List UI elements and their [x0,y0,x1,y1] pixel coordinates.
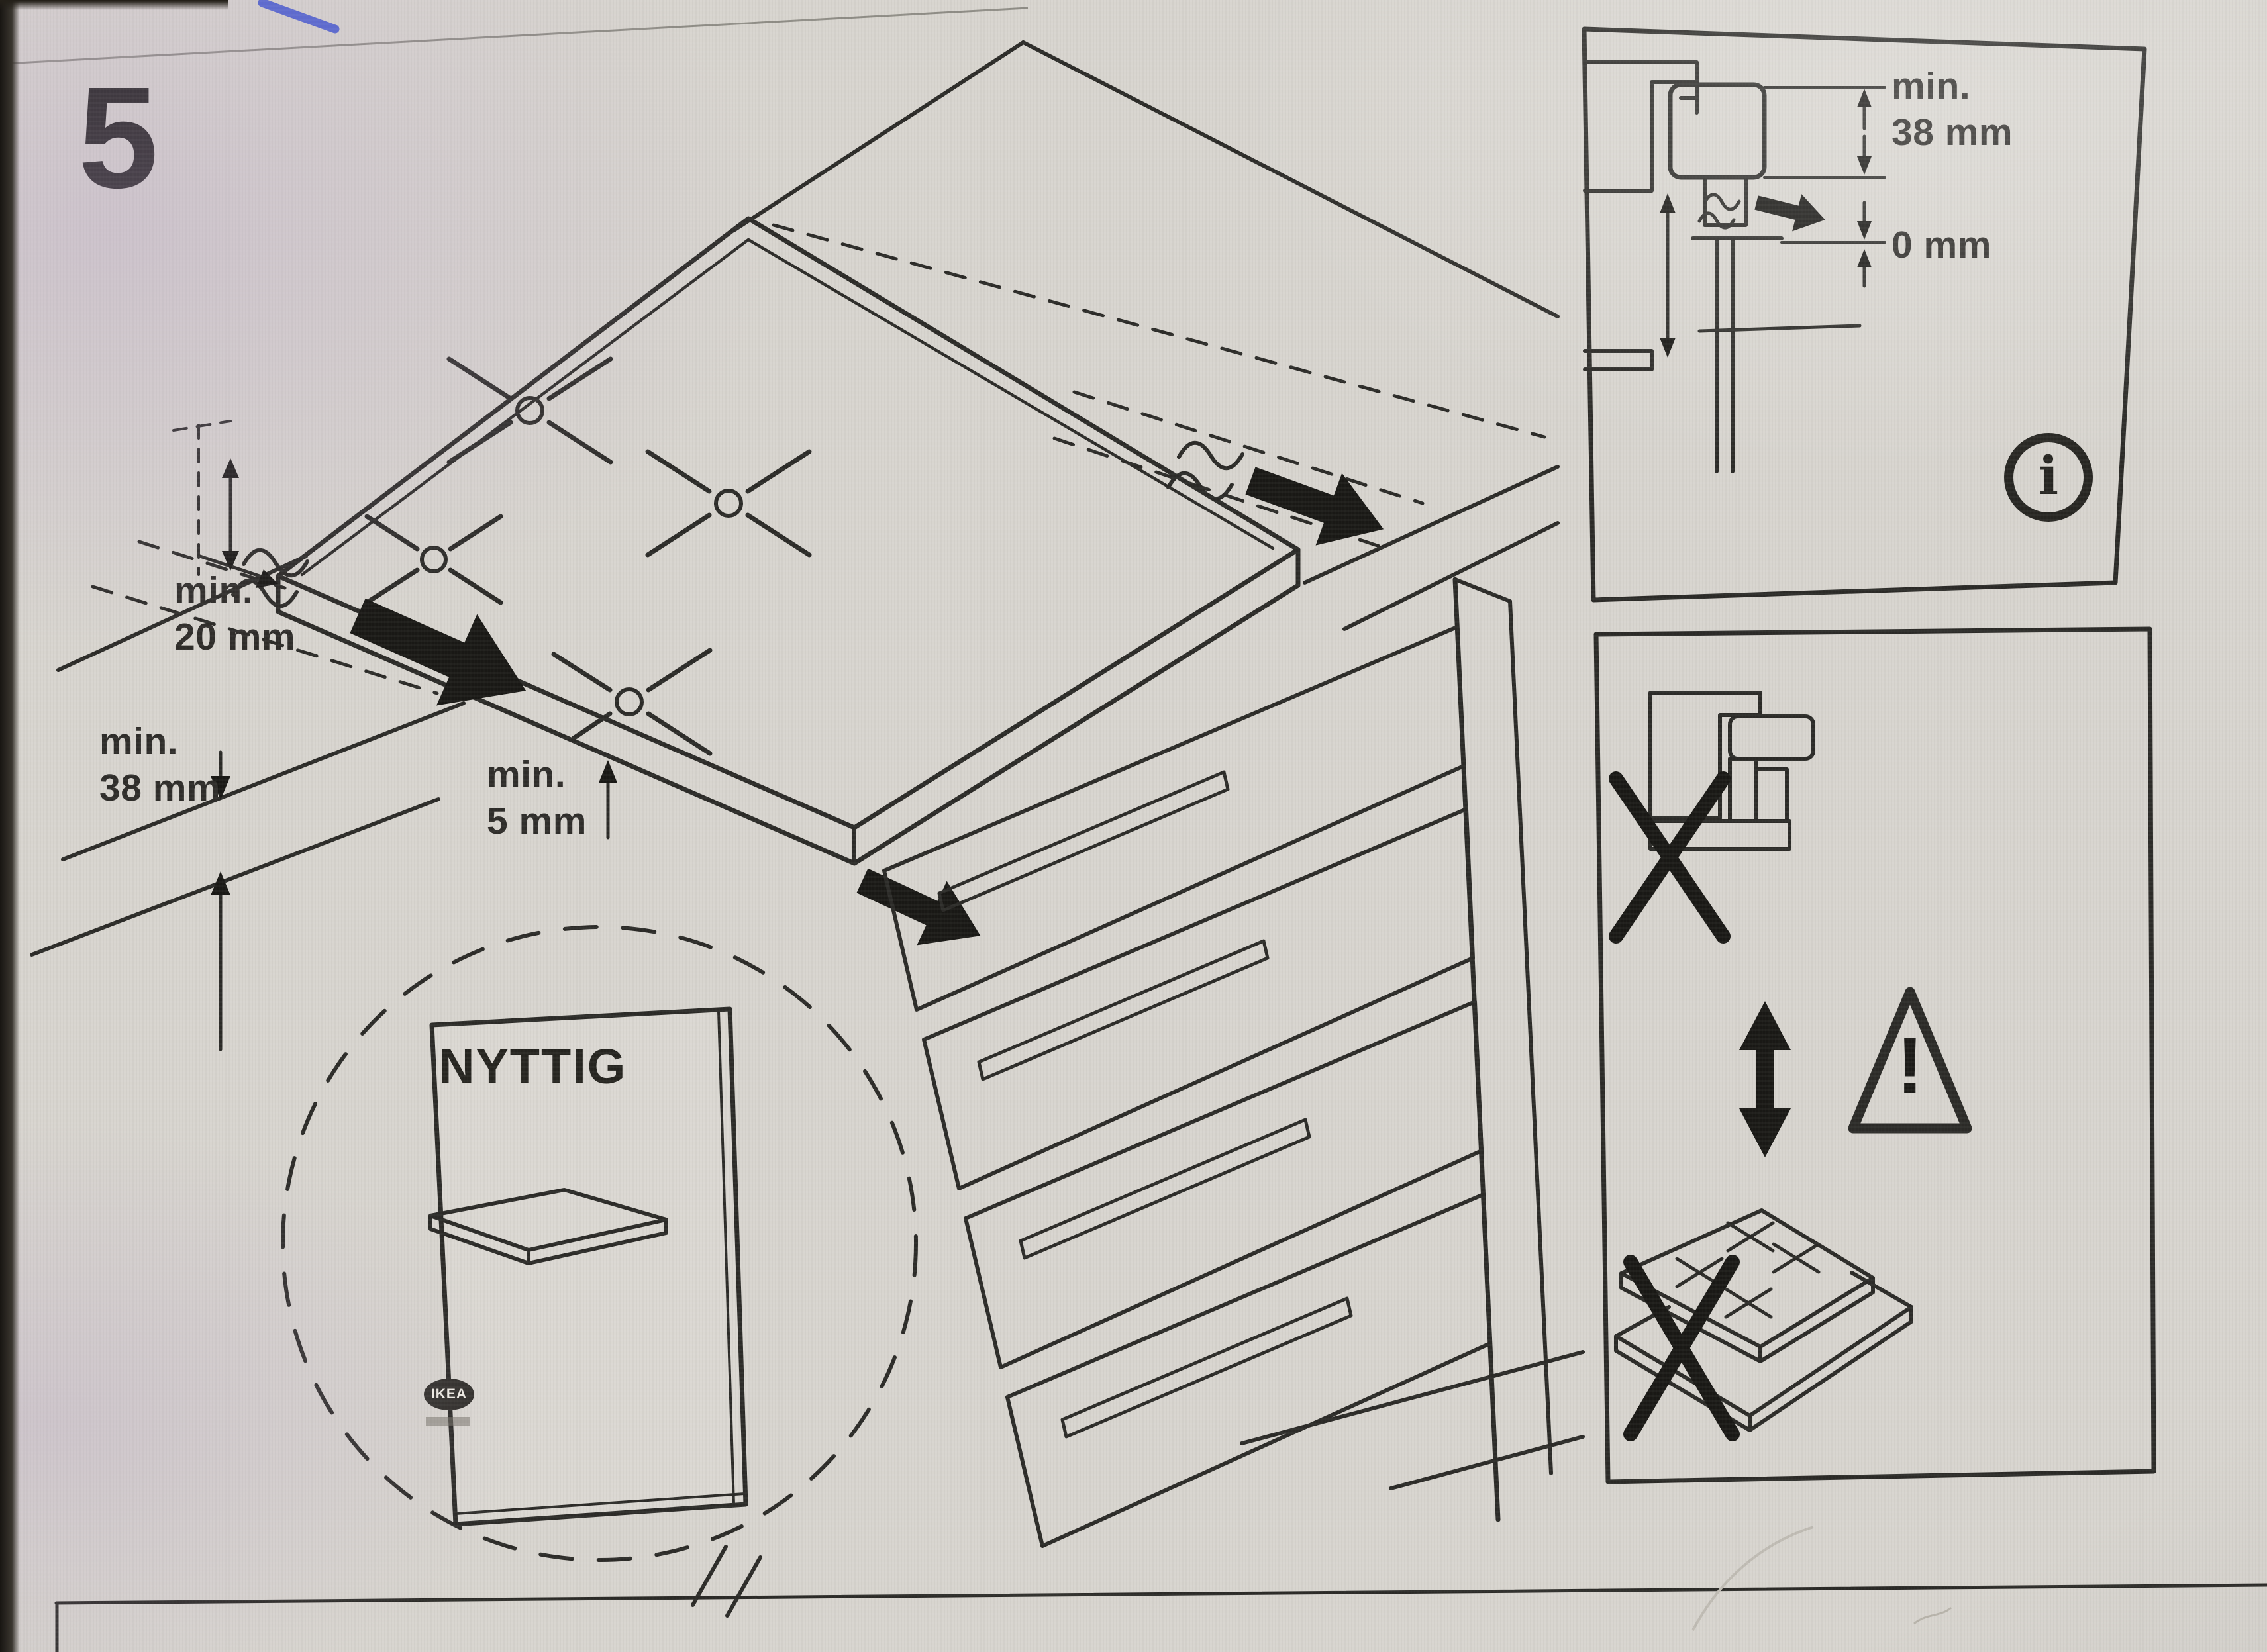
callout-detail [281,925,918,1618]
burner-cross-icon [364,356,812,756]
drawer-handle [937,770,1353,1439]
panel-top-border [1582,26,2147,603]
airflow-arrow-section [1751,183,1830,239]
dim-hob-min-thickness-line2: 38 mm [1891,111,2013,154]
wrong-mount-section-drawing [1648,691,1815,851]
airflow-arrow-middle [847,848,995,968]
warning-triangle-icon [1848,987,1972,1134]
dim-side-clearance: min.20 mm [174,568,295,660]
photo-edge-top [0,0,228,10]
pen-mark [258,0,340,34]
dim-worktop-thickness: min.38 mm [99,719,221,811]
countertop-lines [30,40,1560,957]
ikea-logo-subtext [426,1417,470,1426]
dim-bottom-gap-line2: 5 mm [487,799,587,842]
info-icon: i [2004,433,2093,522]
stacked-hob-drawing [1614,1208,1913,1441]
dim-hob-min-thickness: min.38 mm [1891,64,2013,156]
hidden-edge-dashes [91,223,1546,695]
cabinet-drawing [882,577,1585,1548]
dim-zero-gap: 0 mm [1891,224,1991,266]
ikea-logo-text: IKEA [430,1386,468,1402]
dim-bottom-gap-line1: min. [487,753,566,796]
heat-wave-icon [231,440,1244,608]
prohibited-cross-icon [1609,771,1731,944]
cooktop-drawing [276,216,1301,866]
dim-hob-min-thickness-line1: min. [1891,65,1971,107]
booklet-cover-hob-drawing [428,1188,668,1265]
panel-top-right [1582,26,2147,603]
dim-side-clearance-line2: 20 mm [174,615,296,658]
step-number: 5 [78,58,159,219]
prohibited-cross-icon [1623,1255,1740,1441]
panel-bottom-border [1593,626,2156,1484]
page-frame-lines [5,7,2267,1652]
warning-icon: ! [1896,1020,1924,1110]
callout-circle [281,925,918,1562]
up-down-arrow-icon [1739,1001,1791,1157]
dimension-arrows [198,458,617,1051]
booklet-drawing [428,1006,748,1527]
dim-worktop-thickness-line2: 38 mm [99,766,221,809]
dim-worktop-thickness-line1: min. [99,720,179,763]
photo-edge-left [0,0,20,1652]
panel-bottom-right [1593,626,2156,1631]
booklet-title: NYTTIG [439,1039,627,1094]
dim-side-clearance-line1: min. [174,569,254,612]
airflow-arrow-right [1237,444,1397,565]
dim-bottom-gap: min.5 mm [487,752,587,844]
panel-top-section-drawing [1583,60,1886,473]
info-icon-glyph: i [2038,444,2059,507]
burner-cross-icon-small [1675,1221,1821,1319]
ikea-logo: IKEA [424,1379,474,1410]
